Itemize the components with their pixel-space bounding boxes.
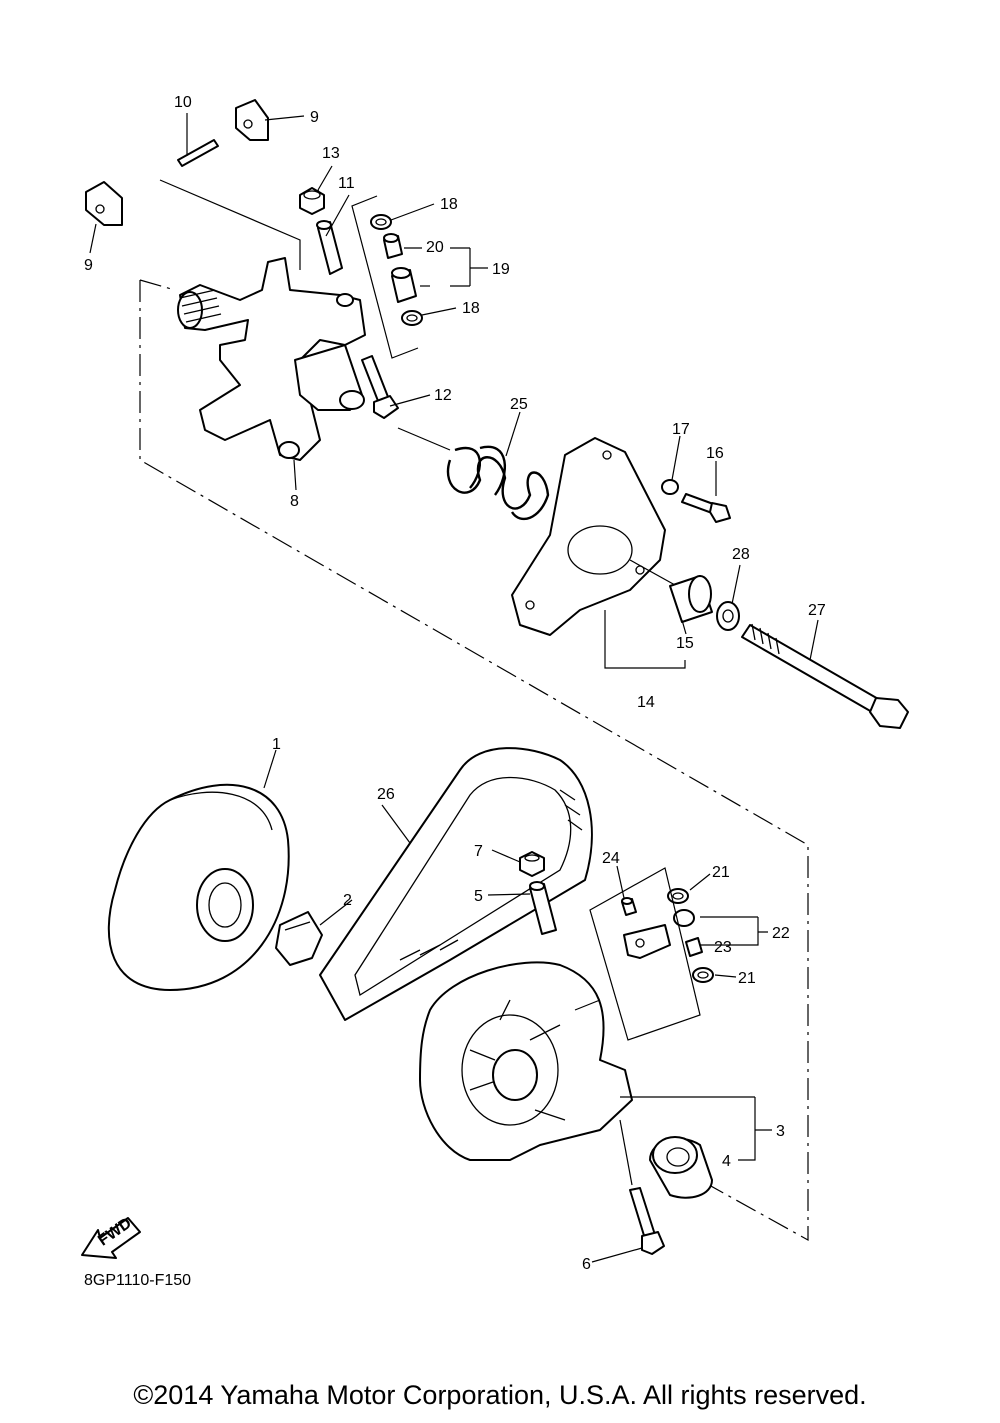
part-18-washer-upper xyxy=(370,214,392,230)
part-1-fixed-sheave xyxy=(107,783,290,991)
callout-26: 26 xyxy=(377,786,395,803)
part-14-cover xyxy=(511,437,686,669)
part-10-pin xyxy=(177,139,219,167)
part-2-slider xyxy=(275,911,323,966)
callout-23: 23 xyxy=(714,939,732,956)
diagram-code: 8GP1110-F150 xyxy=(84,1272,192,1289)
callout-18-lower: 18 xyxy=(462,300,480,317)
callout-1: 1 xyxy=(272,736,281,753)
bracket-22-group xyxy=(589,867,701,1041)
bracket-19-group xyxy=(351,195,419,359)
callout-8: 8 xyxy=(290,493,299,510)
part-20-collar-lower xyxy=(391,267,417,303)
part-8-spider-hub xyxy=(177,257,366,461)
part-5-collar xyxy=(529,881,557,935)
part-16-bolt xyxy=(681,493,731,523)
callout-12: 12 xyxy=(434,387,452,404)
callout-11: 11 xyxy=(338,175,355,192)
callout-13: 13 xyxy=(322,145,340,162)
callout-9-lower: 9 xyxy=(84,257,93,274)
callout-labels: 10 9 9 13 11 18 20 19 18 12 25 8 17 16 2… xyxy=(84,94,826,1273)
fwd-arrow-icon: FWD xyxy=(81,1215,141,1259)
callout-27: 27 xyxy=(808,602,826,619)
callout-24: 24 xyxy=(602,850,620,867)
part-17-washer xyxy=(661,479,679,495)
callout-19: 19 xyxy=(492,261,510,278)
callout-25: 25 xyxy=(510,396,528,413)
part-4-bushing xyxy=(649,1136,713,1199)
copyright-notice: ©2014 Yamaha Motor Corporation, U.S.A. A… xyxy=(133,1380,867,1410)
part-11-shaft xyxy=(316,220,343,275)
part-6-bolt xyxy=(619,1119,665,1255)
callout-17: 17 xyxy=(672,421,690,438)
part-20-collar-upper xyxy=(383,233,403,259)
callout-15: 15 xyxy=(676,635,694,652)
part-28-washer xyxy=(716,601,740,631)
callout-10: 10 xyxy=(174,94,192,111)
part-9-lower-weight xyxy=(85,181,123,226)
callout-leaders xyxy=(89,113,819,1263)
callout-3: 3 xyxy=(776,1123,785,1140)
callout-2: 2 xyxy=(343,892,352,909)
part-24-pin xyxy=(621,897,637,916)
callout-28: 28 xyxy=(732,546,750,563)
part-3-sliding-sheave xyxy=(419,961,633,1161)
callout-16: 16 xyxy=(706,445,724,462)
part-23-collar xyxy=(673,909,703,957)
callout-20: 20 xyxy=(426,239,444,256)
part-21-washer-lower xyxy=(692,967,714,983)
part-13-nut xyxy=(299,187,325,215)
callout-21-lower: 21 xyxy=(738,970,756,987)
part-22-weight-assy xyxy=(623,924,671,959)
part-15-bushing xyxy=(669,575,713,623)
callout-9-upper: 9 xyxy=(310,109,319,126)
callout-18-upper: 18 xyxy=(440,196,458,213)
callout-21-upper: 21 xyxy=(712,864,730,881)
callout-4: 4 xyxy=(722,1153,731,1170)
callout-14: 14 xyxy=(637,694,655,711)
part-27-bolt xyxy=(741,623,909,729)
part-7-nut xyxy=(519,851,545,877)
part-25-spring xyxy=(446,445,550,521)
callout-22: 22 xyxy=(772,925,790,942)
part-12-bolt xyxy=(361,355,451,451)
assembly-frame-lines xyxy=(139,179,809,1242)
part-9-upper-weight xyxy=(235,99,269,141)
callout-6: 6 xyxy=(582,1256,591,1273)
part-18-washer-lower xyxy=(401,310,423,326)
callout-7: 7 xyxy=(474,843,483,860)
callout-5: 5 xyxy=(474,888,483,905)
part-26-drive-belt xyxy=(319,747,593,1021)
